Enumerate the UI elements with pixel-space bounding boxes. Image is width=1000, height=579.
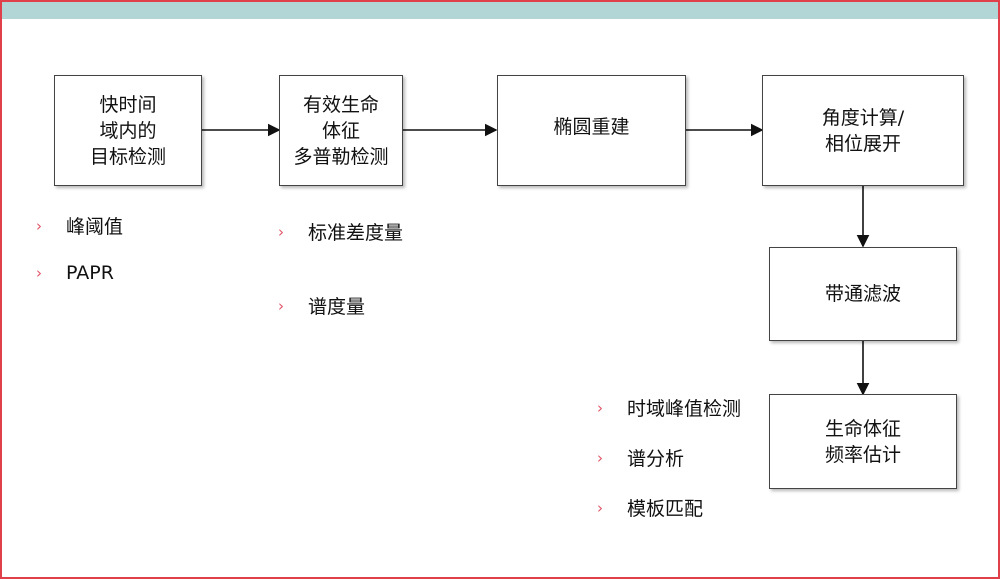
- bullet-label: 模板匹配: [627, 498, 704, 520]
- bullet-spectral-analysis: › 谱分析: [597, 444, 684, 471]
- bullet-label: PAPR: [66, 262, 114, 284]
- box-ellipse-reconstruction: 椭圆重建: [497, 75, 686, 186]
- bullet-label: 时域峰值检测: [627, 398, 742, 420]
- box-vital-frequency-estimation: 生命体征 频率估计: [769, 394, 957, 489]
- bullet-marker-icon: ›: [597, 448, 603, 467]
- box-vital-doppler-detection: 有效生命 体征 多普勒检测: [279, 75, 403, 186]
- bullet-time-peak-detection: › 时域峰值检测: [597, 394, 741, 421]
- bullet-std-metric: › 标准差度量: [278, 218, 403, 245]
- box-fast-time-target-detection: 快时间 域内的 目标检测: [54, 75, 202, 186]
- bullet-marker-icon: ›: [36, 216, 42, 235]
- bullet-marker-icon: ›: [597, 398, 603, 417]
- box-bandpass-filter: 带通滤波: [769, 247, 957, 341]
- bullet-label: 谱分析: [627, 448, 685, 470]
- bullet-label: 标准差度量: [308, 222, 404, 244]
- bullet-papr: › PAPR: [36, 262, 114, 284]
- bullet-template-matching: › 模板匹配: [597, 494, 703, 521]
- bullet-spectral-metric: › 谱度量: [278, 292, 365, 319]
- bullet-marker-icon: ›: [597, 498, 603, 517]
- bullet-marker-icon: ›: [36, 264, 42, 282]
- bullet-marker-icon: ›: [278, 296, 284, 315]
- bullet-marker-icon: ›: [278, 222, 284, 241]
- bullet-label: 谱度量: [308, 296, 366, 318]
- bullet-label: 峰阈值: [66, 216, 124, 238]
- bullet-peak-threshold: › 峰阈值: [36, 212, 123, 239]
- box-angle-phase-unwrap: 角度计算/ 相位展开: [762, 75, 964, 186]
- top-banner: [2, 2, 998, 19]
